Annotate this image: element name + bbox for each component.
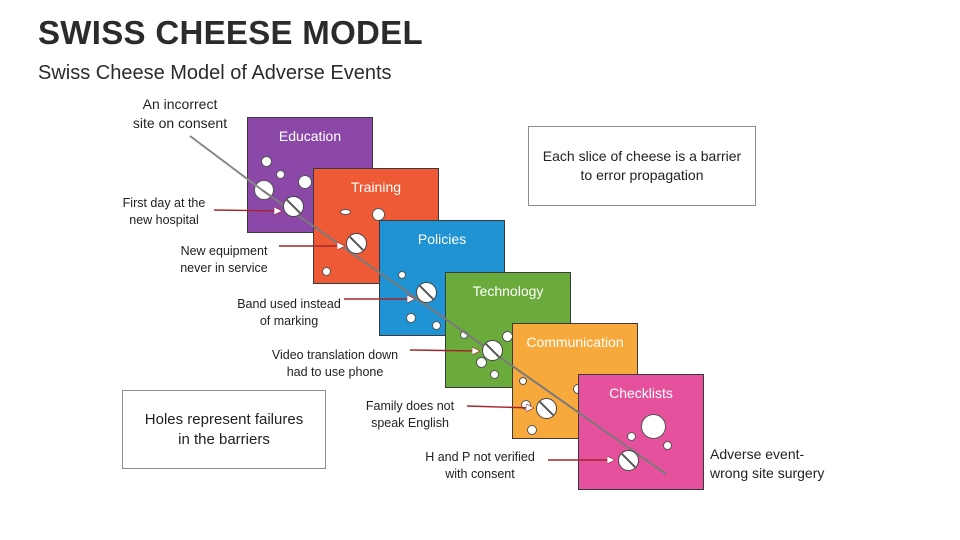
barrier-note: Each slice of cheese is a barrier to err… xyxy=(528,126,756,206)
holes-note: Holes represent failures in the barriers xyxy=(122,390,326,469)
failure-hole-marker xyxy=(282,195,304,217)
label-incorrect-site: An incorrect site on consent xyxy=(132,96,228,131)
page-title: SWISS CHEESE MODEL xyxy=(38,14,423,51)
cheese-hole xyxy=(398,271,406,279)
label-family: Family does not speak English xyxy=(365,399,455,430)
slice-training-title: Training xyxy=(350,179,402,195)
slice-technology-title: Technology xyxy=(472,283,544,299)
arrow-video-translation xyxy=(409,350,479,351)
page-subtitle: Swiss Cheese Model of Adverse Events xyxy=(38,62,392,84)
cheese-hole xyxy=(372,208,385,221)
label-h-and-p: H and P not verified with consent xyxy=(425,450,535,481)
label-new-equipment: New equipment never in service xyxy=(180,244,268,275)
failure-trajectory-line xyxy=(261,189,667,475)
slice-checklists-title: Checklists xyxy=(609,385,673,401)
cheese-hole xyxy=(519,377,527,385)
arrow-first-day xyxy=(213,210,281,211)
failure-hole-marker xyxy=(535,397,557,419)
cheese-hole xyxy=(641,414,666,439)
cheese-hole xyxy=(276,170,285,179)
slice-policies-title: Policies xyxy=(417,231,467,247)
cheese-hole xyxy=(490,370,499,379)
cheese-hole xyxy=(663,441,672,450)
slice-communication-title: Communication xyxy=(526,334,624,350)
cheese-hole xyxy=(406,313,416,323)
slice-education-title: Education xyxy=(278,128,342,144)
cheese-hole xyxy=(322,267,331,276)
label-first-day: First day at the new hospital xyxy=(122,196,206,227)
cheese-hole xyxy=(261,156,272,167)
incorrect-site-pointer xyxy=(189,135,263,191)
failure-hole-marker xyxy=(415,281,437,303)
label-video-translation: Video translation down had to use phone xyxy=(271,348,399,379)
cheese-hole xyxy=(432,321,441,330)
failure-hole-marker xyxy=(481,339,503,361)
cheese-hole xyxy=(298,175,312,189)
slice-checklists: Checklists xyxy=(578,374,704,490)
label-adverse-event: Adverse event- wrong site surgery xyxy=(710,446,825,481)
cheese-hole xyxy=(627,432,636,441)
label-band-used: Band used instead of marking xyxy=(237,297,341,328)
failure-hole-marker xyxy=(345,232,367,254)
arrow-family xyxy=(466,406,533,408)
cheese-hole xyxy=(476,357,487,368)
failure-hole-marker xyxy=(617,449,639,471)
cheese-hole xyxy=(527,425,537,435)
cheese-hole xyxy=(340,209,351,215)
